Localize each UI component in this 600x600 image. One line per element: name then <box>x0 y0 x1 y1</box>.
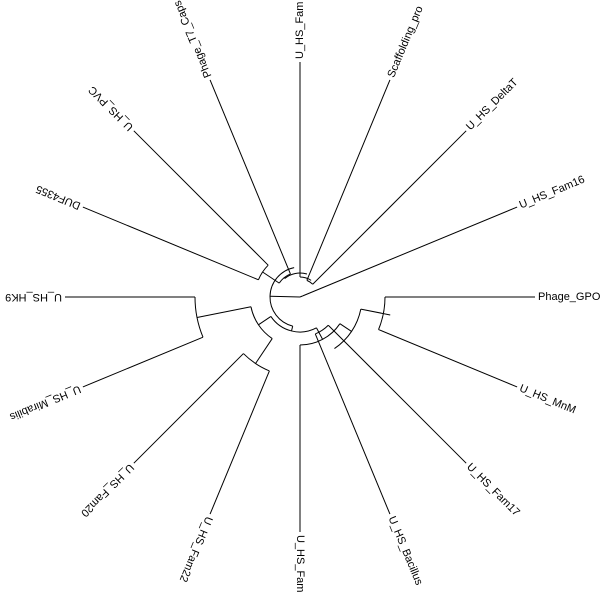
tip-label: U_HS_Mirabilis <box>7 383 82 423</box>
tip-branch <box>327 324 467 464</box>
tip-label: U_HS_Fam17 <box>464 461 522 519</box>
tip-label: DUF4355 <box>34 182 82 211</box>
tip-label: U_HS_DeltaT <box>464 76 521 133</box>
tip-branch <box>82 206 259 281</box>
internal-branch <box>258 316 272 326</box>
tip-label: U_HS_Fam16 <box>518 174 587 212</box>
clade-arc <box>334 308 362 349</box>
internal-branch <box>360 308 391 316</box>
tip-branch <box>314 333 391 515</box>
tip-branch <box>209 79 291 275</box>
internal-branch <box>196 306 252 318</box>
tip-branch <box>378 329 518 388</box>
clade-arc <box>243 353 270 372</box>
tip-branch <box>133 353 244 464</box>
tip-label: Phage_GPO <box>538 291 600 303</box>
tip-label: U_HS_Fam22 <box>177 515 215 584</box>
tip-branch <box>302 206 518 297</box>
clade-arc <box>270 316 317 333</box>
tip-label: U_HS_Fam20 <box>78 461 136 519</box>
internal-branch <box>299 295 303 298</box>
internal-branch <box>269 295 301 298</box>
tip-label: U_HS_Fam <box>294 535 306 592</box>
clade-arc <box>299 276 312 281</box>
clade-arc <box>378 296 386 330</box>
clade-arc <box>299 323 341 346</box>
tip-label: U_HS_PVC <box>86 83 136 133</box>
tip-label: U_HS_Fam <box>294 2 306 59</box>
internal-branch <box>291 325 294 332</box>
internal-branch <box>255 338 273 364</box>
tip-branch <box>133 130 269 266</box>
tip-label: Phage_T7_Caps <box>172 0 215 79</box>
clade-arc <box>269 267 295 327</box>
clade-arc <box>306 279 314 285</box>
tip-label: Scaffolding_pro <box>385 4 425 79</box>
internal-branch <box>262 271 280 284</box>
tip-branch <box>312 130 467 285</box>
tip-label: U_HS_MnM <box>518 382 578 416</box>
tip-branch <box>306 79 391 281</box>
tip-label: U_HS_HK9 <box>5 291 62 303</box>
clade-arc <box>194 296 204 338</box>
tree-branches <box>65 62 535 532</box>
tip-branch <box>82 336 204 388</box>
tip-branch <box>209 370 270 515</box>
clade-arc <box>284 272 308 279</box>
clade-arc <box>250 306 273 339</box>
tip-label: U_HS_Bacillus <box>386 515 425 588</box>
internal-branch <box>339 323 352 332</box>
clade-arc <box>315 324 329 335</box>
internal-branch <box>316 327 324 340</box>
